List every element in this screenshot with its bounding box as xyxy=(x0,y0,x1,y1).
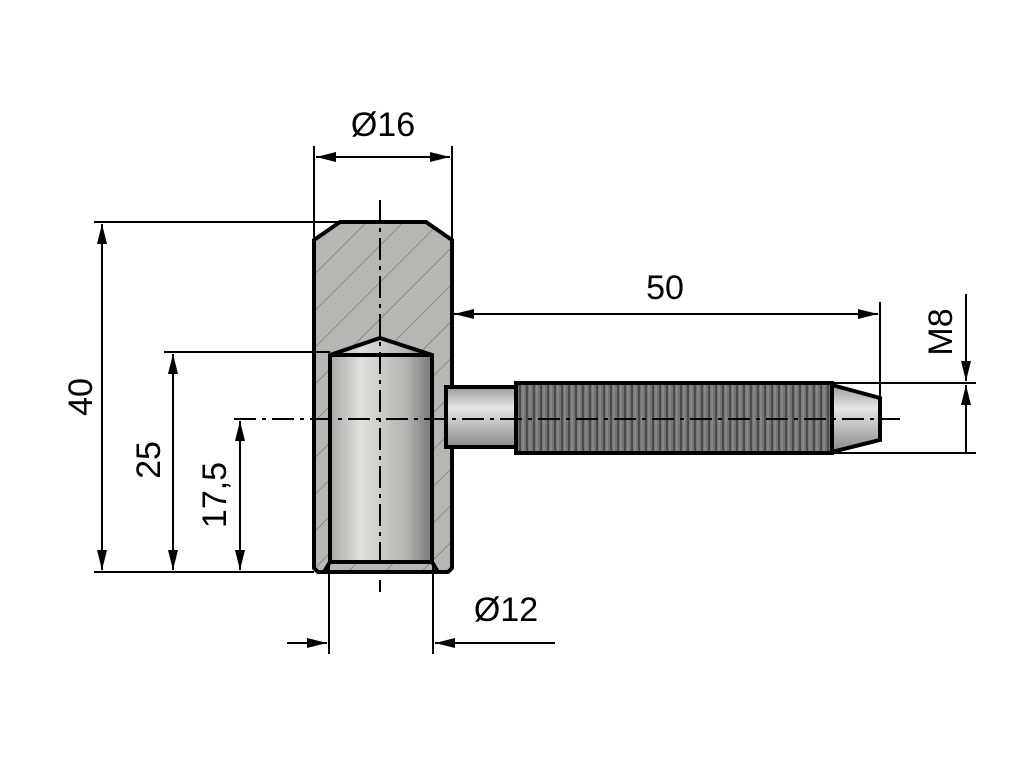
svg-text:25: 25 xyxy=(130,441,168,479)
dimension-axis-height: 17,5 xyxy=(196,421,245,570)
dimension-head-diameter: Ø16 xyxy=(313,106,453,238)
dimension-total-height: 40 xyxy=(62,221,340,573)
svg-text:50: 50 xyxy=(646,269,684,307)
svg-text:Ø12: Ø12 xyxy=(474,591,538,629)
dimension-thread: M8 xyxy=(832,294,976,454)
dimension-pin-length: 50 xyxy=(454,269,881,396)
svg-text:Ø16: Ø16 xyxy=(351,106,415,144)
dimension-bore-depth: 25 xyxy=(130,351,330,570)
svg-text:17,5: 17,5 xyxy=(196,462,234,528)
svg-text:M8: M8 xyxy=(922,308,960,355)
dimension-bore-diameter: Ø12 xyxy=(287,566,555,654)
sleeve-body xyxy=(312,220,454,574)
svg-text:40: 40 xyxy=(62,378,100,416)
